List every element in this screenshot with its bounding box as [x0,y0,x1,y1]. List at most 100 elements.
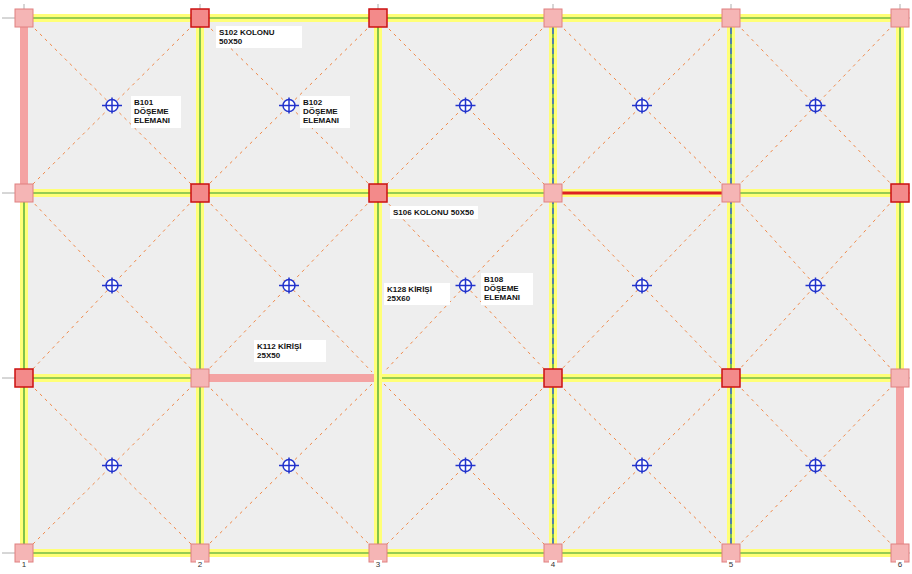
slab-diagonal [206,24,372,187]
beam-axis [730,378,731,553]
slab-symbol [806,458,826,474]
annotation-box: K112 KİRİŞİ 25X50 [254,340,326,362]
beam-axis [377,18,378,193]
beam [24,549,200,557]
beam [200,549,378,557]
slab-diagonal [737,384,894,547]
selected-beam [553,192,731,195]
beam-axis [377,378,378,553]
beam [553,374,731,382]
beam [896,18,904,193]
axis-line [2,193,910,194]
slab-diagonal [30,384,194,547]
slab-diagonal [30,199,194,372]
beam [24,374,200,382]
slab-symbol [806,98,826,114]
slab-diagonal [206,199,372,372]
beam [374,378,382,553]
slab-symbol [279,98,299,114]
beam [374,193,382,378]
beam-axis [899,193,900,378]
beam [549,378,557,553]
slab-diagonal [384,24,547,187]
beam-axis [199,378,200,553]
axis-dashed [552,18,553,553]
axis-line [378,4,379,568]
beam-axis [378,377,553,378]
slab-symbol [806,278,826,294]
slab-diagonal [384,199,547,372]
beam [896,193,904,378]
beam [731,189,900,197]
column [191,9,209,27]
slab [24,193,200,378]
beam [731,14,900,22]
beam-axis [200,17,378,18]
slab-diagonal [384,199,547,372]
slab-diagonal [559,384,725,547]
column [891,369,909,387]
beam [896,378,904,553]
slab-diagonal [559,24,725,187]
slab-diagonal [737,199,894,372]
beam-axis [730,18,731,193]
beam-axis [199,18,200,193]
column [15,369,33,387]
annotation-text: K128 KİRİŞİ 25X60 [387,285,447,303]
column [544,9,562,27]
beam-axis [731,192,900,193]
beam [200,189,378,197]
slab [24,18,200,193]
slab-diagonal [384,384,547,547]
beam [378,374,553,382]
slab-symbol [102,278,122,294]
slab-symbol [456,278,476,294]
annotation-box: B101 DÖŞEME ELEMANI [131,96,181,128]
slab [200,193,378,378]
axis-label: 4 [549,560,557,569]
beam [200,374,378,382]
slab-symbol [279,278,299,294]
annotation-text: S102 KOLONU 50X50 [219,28,299,46]
axis-label: 5 [727,560,735,569]
column [891,9,909,27]
beam-axis [200,552,378,553]
annotation-text: B102 DÖŞEME ELEMANI [303,98,347,126]
column [15,9,33,27]
axis-dashed [730,18,731,553]
slab-diagonal [30,199,194,372]
beam-axis [731,17,900,18]
beam-axis [199,193,200,378]
slab-diagonal [559,384,725,547]
annotation-box: S106 KOLONU 50X50 [390,206,478,219]
axis-lines [2,4,910,568]
beam-axis [23,378,24,553]
slab [24,378,200,553]
slab [378,378,553,553]
slab-diagonal [30,24,194,187]
slab-diagonal [737,384,894,547]
column [544,369,562,387]
beam-axis [731,377,900,378]
annotation-text: B101 DÖŞEME ELEMANI [134,98,178,126]
beam [553,14,731,22]
axis-line [731,4,732,568]
slab-symbol [456,98,476,114]
column [369,184,387,202]
annotation-box: K128 KİRİŞİ 25X60 [384,283,450,305]
column [544,184,562,202]
slab-symbol [632,278,652,294]
beam [731,374,900,382]
slab-diagonal [206,384,372,547]
beam [196,18,204,193]
annotation-box: S102 KOLONU 50X50 [216,26,302,48]
beam-axis [378,17,553,18]
annotation-text: S106 KOLONU 50X50 [393,208,475,217]
beam [20,378,28,553]
beam-axis [23,193,24,378]
annotation-text: K112 KİRİŞİ 25X50 [257,342,323,360]
slab [200,18,378,193]
beam-axis [552,378,553,553]
slab-symbol [456,458,476,474]
